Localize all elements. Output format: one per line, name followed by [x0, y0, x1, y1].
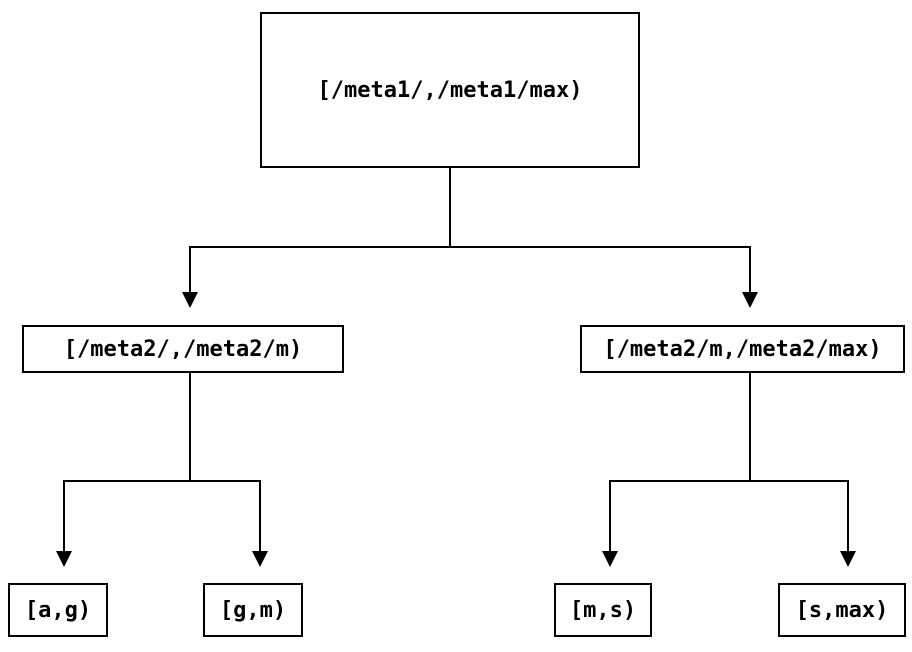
node-leaf-m-s-label: [m,s) — [569, 597, 637, 623]
arrowhead-down-icon — [252, 551, 268, 567]
node-meta2-right-label: [/meta2/m,/meta2/max) — [603, 336, 882, 362]
arrowhead-down-icon — [602, 551, 618, 567]
node-meta2-right: [/meta2/m,/meta2/max) — [580, 325, 905, 373]
node-leaf-g-m: [g,m) — [203, 583, 303, 637]
node-leaf-s-max-label: [s,max) — [795, 597, 889, 623]
node-leaf-g-m-label: [g,m) — [219, 597, 287, 623]
node-meta2-left: [/meta2/,/meta2/m) — [22, 325, 344, 373]
node-leaf-m-s: [m,s) — [554, 583, 652, 637]
node-leaf-s-max: [s,max) — [778, 583, 906, 637]
node-root-label: [/meta1/,/meta1/max) — [317, 77, 583, 103]
arrowhead-down-icon — [182, 292, 198, 308]
arrowhead-down-icon — [840, 551, 856, 567]
arrowhead-down-icon — [742, 292, 758, 308]
node-leaf-a-g: [a,g) — [8, 583, 108, 637]
node-root: [/meta1/,/meta1/max) — [260, 12, 640, 168]
arrowhead-down-icon — [56, 551, 72, 567]
node-leaf-a-g-label: [a,g) — [24, 597, 92, 623]
node-meta2-left-label: [/meta2/,/meta2/m) — [63, 336, 303, 362]
